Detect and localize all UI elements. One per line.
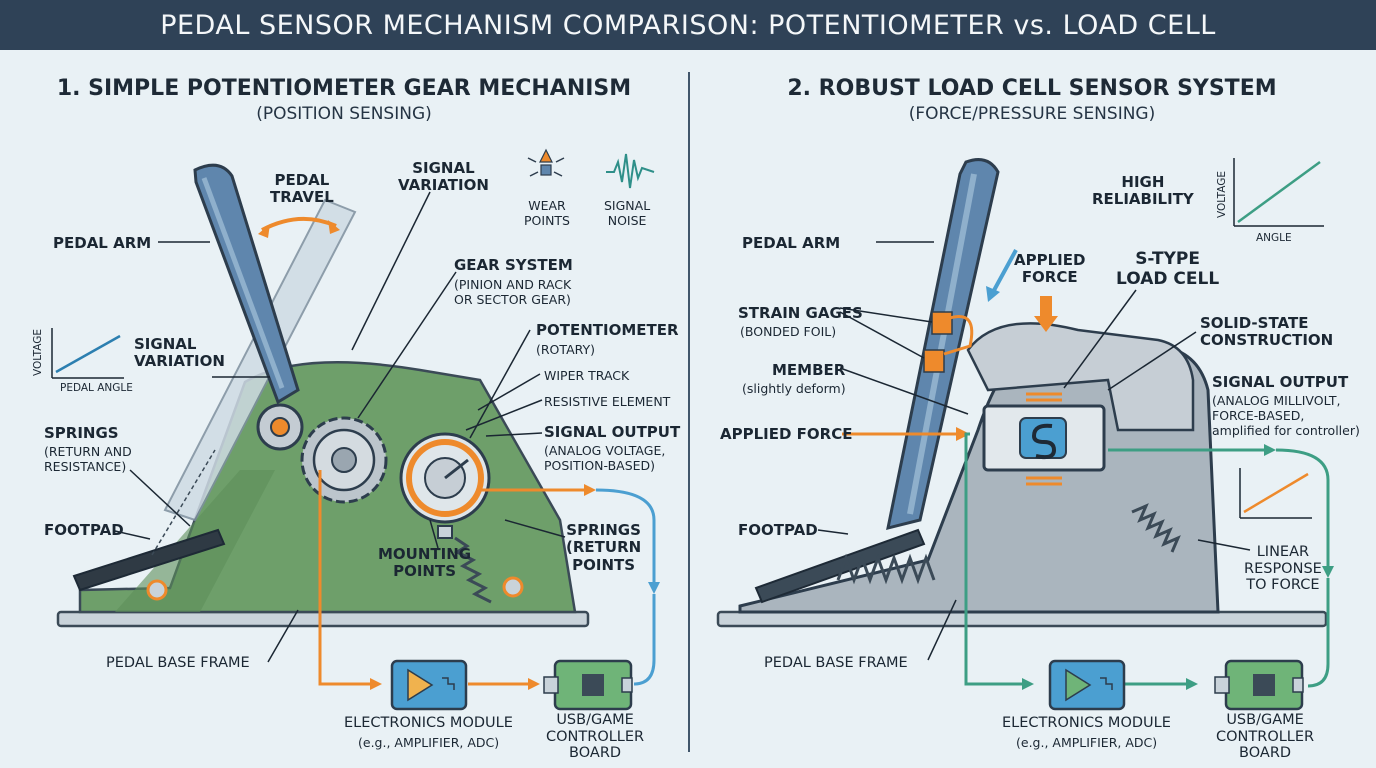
potentiometer-mechanism-illustration	[51, 148, 660, 711]
right-panel-title: 2. ROBUST LOAD CELL SENSOR SYSTEM	[787, 76, 1277, 101]
strain-gages-detail: (BONDED FOIL)	[740, 324, 837, 339]
strain-gages-label: STRAIN GAGES	[738, 304, 863, 322]
left-voltage-chart	[51, 328, 124, 379]
signal-output-detail-right: (ANALOG MILLIVOLT,FORCE-BASED,amplified …	[1212, 393, 1360, 438]
ghost-pedal-arm	[163, 198, 357, 522]
panel-divider	[688, 72, 690, 752]
pedal-arm-label: PEDAL ARM	[53, 234, 152, 252]
left-electronics-module	[390, 659, 468, 711]
right-voltage-chart	[1233, 158, 1324, 227]
electronics-module-label: ELECTRONICS MODULE	[344, 715, 513, 731]
potentiometer-panel: 1. SIMPLE POTENTIOMETER GEAR MECHANISM (…	[0, 50, 688, 768]
page-title-banner: PEDAL SENSOR MECHANISM COMPARISON: POTEN…	[0, 0, 1376, 50]
potentiometer-label: POTENTIOMETER	[536, 321, 679, 339]
applied-force-mid-label: APPLIED FORCE	[720, 425, 853, 443]
right-spring	[453, 536, 492, 604]
wiper-track-label: WIPER TRACK	[544, 368, 630, 383]
member-detail: (slightly deform)	[742, 381, 846, 396]
signal-output-label-right: SIGNAL OUTPUT	[1212, 373, 1349, 391]
left-signal-path	[318, 470, 378, 686]
page-title: PEDAL SENSOR MECHANISM COMPARISON: POTEN…	[160, 9, 1216, 41]
right-chart-xlabel: ANGLE	[1256, 232, 1292, 244]
right-usb-board	[1214, 659, 1304, 711]
potentiometer-detail: (ROTARY)	[536, 342, 596, 357]
footpad-shape-right	[754, 528, 926, 604]
left-chart-xlabel: PEDAL ANGLE	[60, 382, 133, 394]
bottom-spring	[836, 553, 936, 585]
left-usb-board	[543, 659, 633, 711]
right-panel-subtitle: (FORCE/PRESSURE SENSING)	[908, 104, 1156, 124]
pedal-base-frame-label: PEDAL BASE FRAME	[106, 655, 250, 671]
footpad-shape	[72, 528, 226, 592]
gear-system-label: GEAR SYSTEM	[454, 256, 573, 274]
left-panel-title: 1. SIMPLE POTENTIOMETER GEAR MECHANISM	[56, 76, 632, 101]
left-panel-subtitle: (POSITION SENSING)	[256, 104, 432, 124]
right-chart-ylabel: VOLTAGE	[1216, 170, 1228, 218]
signal-noise-icon	[606, 153, 655, 189]
right-spring-lc	[1131, 503, 1181, 553]
load-cell-mechanism-illustration	[716, 158, 1334, 711]
wear-points-icon	[527, 148, 565, 177]
footpad-label: FOOTPAD	[44, 521, 124, 539]
signal-output-label: SIGNAL OUTPUT	[544, 423, 681, 441]
applied-force-arrow-diagonal	[990, 249, 1018, 295]
linear-response-chart	[1239, 468, 1312, 519]
electronics-module-label-right: ELECTRONICS MODULE	[1002, 715, 1171, 731]
base-plate-right	[716, 610, 1328, 628]
pedal-base-frame-label-right: PEDAL BASE FRAME	[764, 655, 908, 671]
base-plate	[56, 610, 590, 628]
footpad-label-right: FOOTPAD	[738, 521, 818, 539]
electronics-module-detail: (e.g., AMPLIFIER, ADC)	[358, 735, 500, 750]
electronics-module-detail-right: (e.g., AMPLIFIER, ADC)	[1016, 735, 1158, 750]
right-electronics-module	[1048, 659, 1126, 711]
signal-output-detail: (ANALOG VOLTAGE,POSITION-BASED)	[544, 443, 666, 473]
springs-left-label: SPRINGS	[44, 424, 119, 442]
left-chart-ylabel: VOLTAGE	[32, 328, 44, 376]
resistive-element-label: RESISTIVE ELEMENT	[544, 394, 671, 409]
pedal-arm-label-right: PEDAL ARM	[742, 234, 841, 252]
load-cell-panel: 2. ROBUST LOAD CELL SENSOR SYSTEM (FORCE…	[688, 50, 1376, 768]
member-label: MEMBER	[772, 361, 846, 379]
